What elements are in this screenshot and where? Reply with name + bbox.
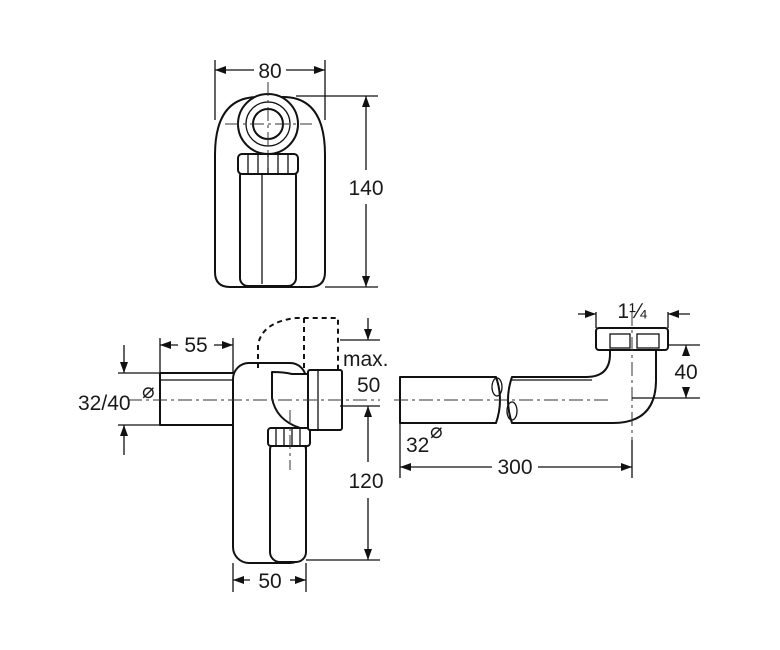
dim-side-pipe-length: 55	[184, 334, 207, 357]
tailpiece-view: 1¼ 40 32 ⌀ 300	[394, 300, 700, 479]
dim-max-value: 50	[357, 374, 380, 397]
front-tube	[239, 167, 297, 287]
dim-side-width: 50	[258, 570, 281, 593]
dim-side-pipe-diameter: 32/40	[78, 392, 131, 415]
dim-side-height: 120	[348, 470, 383, 493]
dim-front-width: 80	[258, 60, 281, 83]
side-tube	[269, 439, 307, 563]
side-alternate-outlet	[257, 317, 339, 370]
dim-front-height: 140	[348, 177, 383, 200]
tube-break-right	[506, 401, 518, 421]
tube-break-left	[491, 377, 503, 397]
dim-tube-diameter: 32	[406, 434, 429, 457]
side-view: 55 32/40 ⌀ max. 50 120 50	[78, 317, 389, 593]
tube-bend-segment	[507, 344, 657, 424]
dim-thread-size: 1¼	[617, 300, 647, 323]
dim-tube-length: 300	[497, 456, 532, 479]
diameter-symbol-inlet: ⌀	[142, 380, 155, 403]
dim-nut-height: 40	[674, 361, 697, 384]
dim-max-label: max.	[343, 348, 389, 371]
front-view: 80 140	[214, 60, 384, 288]
side-inlet-pipe	[159, 372, 241, 426]
side-coupling-nut	[267, 427, 311, 447]
diameter-symbol-tube: ⌀	[430, 420, 443, 443]
